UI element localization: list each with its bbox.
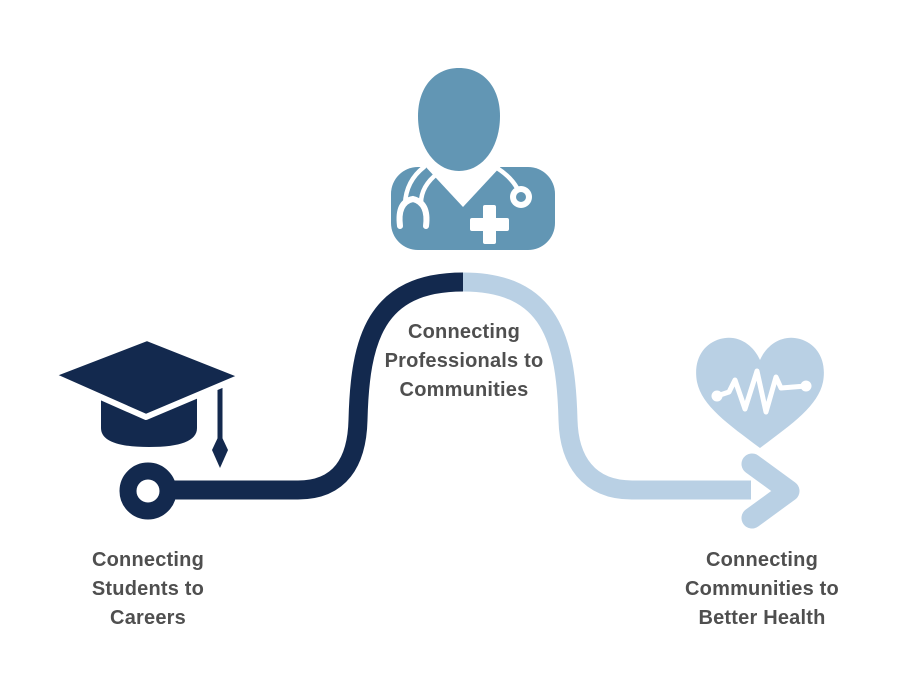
doctor-head	[418, 68, 500, 171]
path-segment-dark	[169, 272, 464, 500]
heart-pulse-icon	[696, 337, 824, 448]
medical-cross-horizontal	[470, 218, 509, 231]
doctor-body	[391, 167, 555, 250]
stage-label-line: Careers	[110, 607, 186, 629]
path-start-circle	[119, 462, 177, 520]
cap-tassel-end	[212, 433, 228, 468]
stethoscope-bell	[396, 195, 430, 229]
stage-label-line: Communities	[399, 379, 529, 401]
stage-label-students: Connecting Students to Careers	[38, 546, 258, 633]
stage-label-professionals: Connecting Professionals to Communities	[354, 318, 574, 405]
stage-label-line: Connecting	[706, 549, 818, 571]
stage-label-line: Professionals to	[384, 350, 544, 372]
stethoscope-tube-right	[494, 165, 520, 191]
stage-label-communities: Connecting Communities to Better Health	[652, 546, 872, 633]
arrow-icon	[741, 453, 800, 529]
pulse-dot-left	[711, 390, 723, 402]
stage-label-line: Better Health	[698, 607, 826, 629]
journey-path	[119, 272, 800, 529]
pulse-line	[714, 368, 809, 415]
graduation-cap-icon	[48, 335, 246, 468]
stage-label-line: Connecting	[408, 321, 520, 343]
path-segment-light	[462, 272, 751, 500]
doctor-icon	[391, 68, 555, 250]
pulse-dot-right	[800, 380, 812, 392]
doctor-vneck	[423, 164, 503, 207]
stage-label-line: Students to	[91, 578, 205, 600]
stage-label-line: Connecting	[92, 549, 204, 571]
stethoscope-ring-inner	[516, 192, 526, 202]
cap-board	[48, 335, 246, 420]
stage-label-line: Communities to	[685, 578, 839, 600]
